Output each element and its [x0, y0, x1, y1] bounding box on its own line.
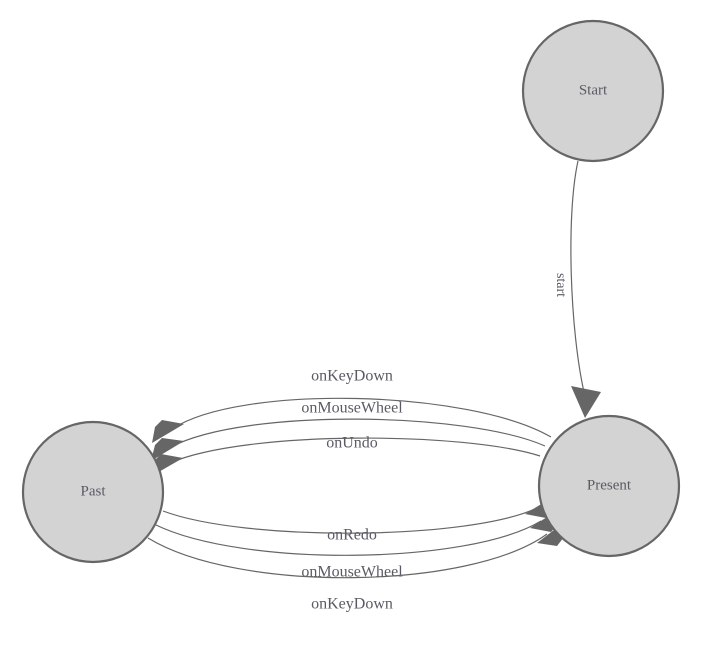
edge-label-past-present-onkeydown: onKeyDown [311, 596, 393, 613]
edge-past-to-present-onmousewheel-path [155, 520, 542, 556]
node-present[interactable]: Present [537, 414, 681, 558]
node-present-label: Present [587, 477, 632, 493]
node-start-circle [521, 19, 665, 163]
edge-label-start: start [553, 273, 568, 297]
edge-present-to-past-onkeydown-arrowhead [152, 420, 184, 443]
edge-start-to-present[interactable]: start [553, 160, 601, 418]
edge-label-present-past-onmousewheel: onMouseWheel [301, 400, 403, 417]
edge-present-to-past-onmousewheel-arrowhead [151, 438, 184, 461]
edge-past-to-present-onkeydown-path [147, 533, 548, 579]
edge-label-present-past-onkeydown: onKeyDown [311, 368, 393, 385]
edge-present-to-past-onkeydown-path [171, 397, 552, 438]
node-past[interactable]: Past [21, 420, 165, 564]
edge-present-to-past-onkeydown[interactable]: onKeyDown [152, 368, 552, 443]
edge-past-to-present-onmousewheel[interactable]: onMouseWheel [155, 508, 561, 581]
edge-label-present-past-onundo: onUndo [326, 435, 378, 452]
node-start-label: Start [579, 82, 608, 98]
edge-present-to-past-onmousewheel-path [170, 418, 546, 448]
edge-past-to-present-onredo-path [162, 507, 538, 534]
node-past-circle [21, 420, 165, 564]
edge-past-to-present-onredo[interactable]: onRedo [162, 495, 556, 544]
node-start[interactable]: Start [521, 19, 665, 163]
node-past-label: Past [80, 483, 106, 499]
edge-start-to-present-path [570, 160, 585, 393]
edge-present-to-past-onundo[interactable]: onUndo [150, 435, 541, 477]
edge-present-to-past-onmousewheel[interactable]: onMouseWheel [151, 400, 546, 461]
edge-present-to-past-onundo-path [169, 437, 541, 464]
edge-label-past-present-onredo: onRedo [327, 527, 377, 544]
node-present-circle [537, 414, 681, 558]
edge-start-to-present-arrowhead [571, 386, 601, 418]
